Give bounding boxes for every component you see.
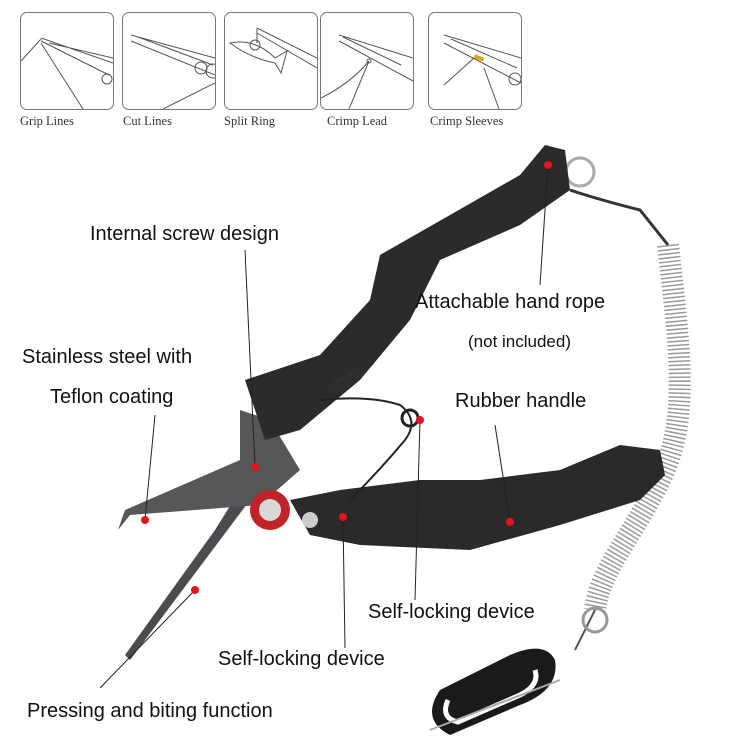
- leader-lines: [99, 164, 549, 689]
- lower-jaw: [125, 490, 250, 660]
- split-ring: [564, 156, 596, 188]
- callout-pressing: Pressing and biting function: [27, 700, 273, 722]
- callout-hand-rope-note: (not included): [468, 332, 572, 351]
- thumb-grip-lines: [20, 12, 114, 110]
- upper-handle: [245, 145, 570, 440]
- coil-lanyard: [569, 188, 691, 651]
- callout-stainless-line1: Stainless steel with: [22, 346, 193, 368]
- marker-dots: [141, 161, 552, 594]
- carabiner: [429, 606, 609, 735]
- function-label: Grip Lines: [20, 114, 74, 128]
- callout-self-locking-lower: Self-locking device: [218, 648, 385, 670]
- function-label: Split Ring: [224, 114, 276, 128]
- thumb-crimp-lead: [320, 12, 414, 110]
- callout-self-locking-upper: Self-locking device: [368, 601, 535, 623]
- callout-hand-rope: Attachable hand rope: [415, 291, 606, 313]
- callout-stainless-line2: Teflon coating: [50, 386, 174, 408]
- thumb-split-ring: [224, 12, 318, 110]
- function-label: Crimp Sleeves: [430, 114, 504, 128]
- function-label: Crimp Lead: [327, 114, 388, 128]
- spring-wire: [319, 397, 413, 501]
- function-label: Cut Lines: [123, 114, 172, 128]
- callout-internal-screw: Internal screw design: [90, 223, 279, 245]
- callout-rubber-handle: Rubber handle: [455, 390, 587, 412]
- pivot-screw: [250, 490, 318, 530]
- lower-handle: [290, 445, 665, 550]
- thumb-crimp-sleeves: [428, 12, 522, 110]
- thumb-cut-lines: [122, 12, 216, 110]
